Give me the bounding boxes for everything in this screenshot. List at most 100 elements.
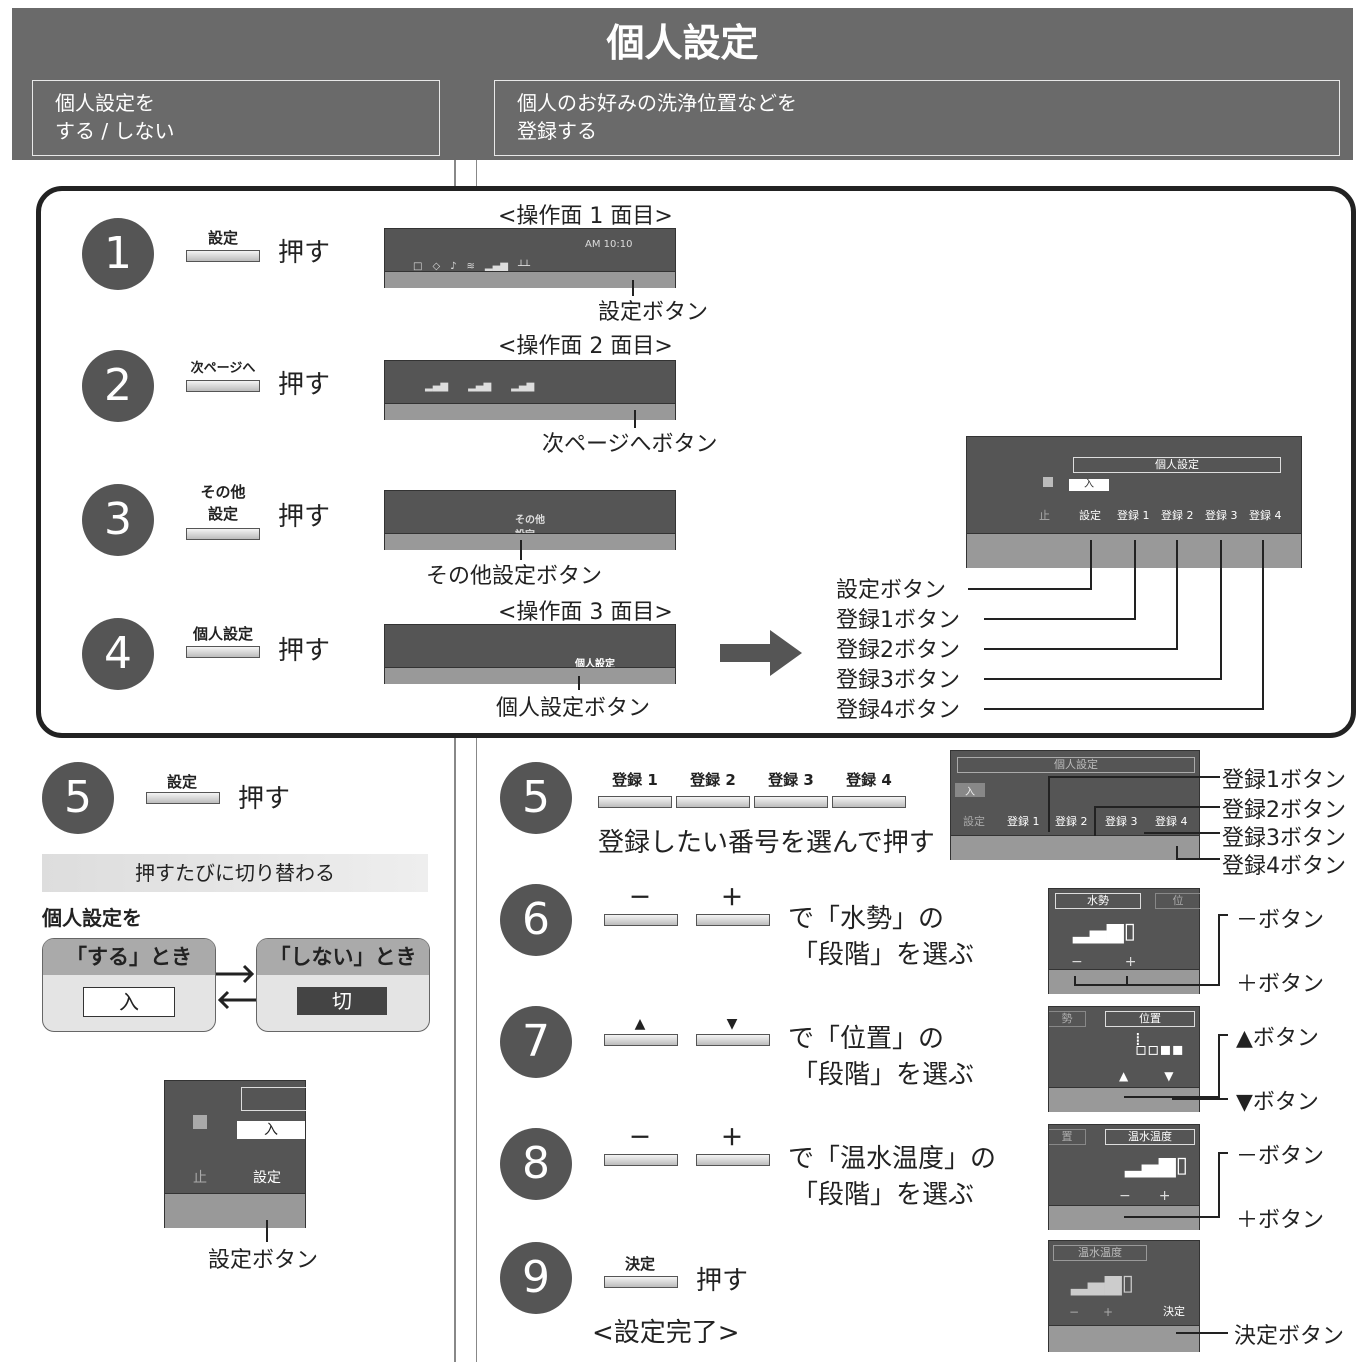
- left-callout: 設定ボタン: [208, 1248, 319, 1273]
- step-8-number: 8: [500, 1128, 572, 1200]
- step-6-line2: 「段階」を選ぶ: [792, 940, 975, 970]
- right-s5-callout-2: 登録2ボタン: [1222, 798, 1346, 823]
- step-8-panel: 置 温水温度 ▂▄▆▯ − +: [1048, 1124, 1200, 1230]
- step-3-action: 押す: [278, 502, 331, 532]
- step-6-callout-2: ＋ボタン: [1236, 972, 1325, 997]
- step-4-action: 押す: [278, 636, 331, 666]
- step-6-number: 6: [500, 884, 572, 956]
- left-heading-line2: する / しない: [55, 119, 175, 143]
- toggle-subject: 個人設定を: [42, 906, 142, 930]
- step-4-button[interactable]: [186, 646, 260, 658]
- step-3-number: 3: [82, 484, 154, 556]
- right-s5-callout-4: 登録4ボタン: [1222, 854, 1346, 879]
- right-s5-callout-3: 登録3ボタン: [1222, 826, 1346, 851]
- step-3-button-label-1: その他: [200, 483, 246, 501]
- left-panel-value: 入: [237, 1121, 305, 1139]
- callout-reg1: 登録1ボタン: [836, 608, 960, 633]
- left-step-5-button-label: 設定: [166, 773, 197, 791]
- step-3-button-label-2: 設定: [207, 505, 238, 523]
- panel-value: 入: [1069, 479, 1109, 491]
- screen-2-label: <操作面 2 面目>: [498, 334, 673, 359]
- step-9-panel: 温水温度 ▂▄▆▯ − + 決定: [1048, 1240, 1200, 1352]
- step-9-action: 押す: [696, 1266, 749, 1296]
- reg-1-label: 登録 1: [612, 771, 658, 789]
- step-8-line1: で「温水温度」の: [788, 1144, 997, 1174]
- reg-2-label: 登録 2: [690, 771, 736, 789]
- step-7-number: 7: [500, 1006, 572, 1078]
- page-title: 個人設定: [606, 21, 759, 65]
- plus-button[interactable]: [696, 914, 770, 926]
- left-step-5-number: 5: [42, 762, 114, 834]
- confirm-button[interactable]: [604, 1276, 678, 1288]
- callout-line-2: [634, 410, 636, 428]
- panel-label-reg2: 登録 2: [1161, 509, 1194, 522]
- step-1-button[interactable]: [186, 250, 260, 262]
- left-panel: 入 止 設定: [164, 1080, 306, 1228]
- step-4-number: 4: [82, 618, 154, 690]
- left-heading-line1: 個人設定を: [55, 91, 155, 115]
- step-1-callout: 設定ボタン: [598, 300, 709, 325]
- callout-line-4: [578, 676, 580, 690]
- step-7-panel: 勢 位置 ⁞▫▫▪▪ ▲ ▼: [1048, 1006, 1200, 1112]
- panel-indicator: [1043, 477, 1053, 487]
- callout-reg2: 登録2ボタン: [836, 638, 960, 663]
- reg-2-button[interactable]: [676, 796, 750, 808]
- right-step-5-number: 5: [500, 762, 572, 834]
- toggle-off-value: 切: [297, 987, 387, 1015]
- step-9-number: 9: [500, 1242, 572, 1314]
- callout-reg4: 登録4ボタン: [836, 698, 960, 723]
- step-4-callout: 個人設定ボタン: [496, 696, 651, 721]
- step-6-line1: で「水勢」の: [788, 904, 945, 934]
- step-2-button-label: 次ページへ: [190, 361, 256, 376]
- step-3-button[interactable]: [186, 528, 260, 540]
- down-button[interactable]: [696, 1034, 770, 1046]
- step-2-action: 押す: [278, 370, 331, 400]
- right-step-5-desc: 登録したい番号を選んで押す: [598, 828, 935, 858]
- callout-line-3: [520, 540, 522, 560]
- toggle-on-value: 入: [83, 987, 175, 1017]
- temp-plus-button[interactable]: [696, 1154, 770, 1166]
- left-step-5-button[interactable]: [146, 792, 220, 804]
- step-7-callout-1: ▲ボタン: [1236, 1026, 1319, 1051]
- toggle-on-label: 「する」とき: [43, 939, 215, 975]
- toggle-arrows-icon: [216, 964, 256, 1010]
- toggle-on-card: 「する」とき 入: [42, 938, 216, 1032]
- step-2-callout: 次ページへボタン: [542, 432, 718, 457]
- callout-line-1: [632, 280, 634, 296]
- panel-title: 個人設定: [1073, 457, 1281, 473]
- toggle-off-card: 「しない」とき 切: [256, 938, 430, 1032]
- step-8-line2: 「段階」を選ぶ: [792, 1180, 975, 1210]
- panel-label-reg3: 登録 3: [1205, 509, 1238, 522]
- step-1-number: 1: [82, 218, 154, 290]
- left-step-5-action: 押す: [238, 784, 291, 814]
- step-4-button-label: 個人設定: [192, 625, 253, 643]
- panel-label-set: 設定: [1079, 509, 1101, 522]
- right-heading-line2: 登録する: [517, 119, 597, 143]
- right-s5-callout-1: 登録1ボタン: [1222, 768, 1346, 793]
- reg-4-button[interactable]: [832, 796, 906, 808]
- minus-button[interactable]: [604, 914, 678, 926]
- step-7-callout-2: ▼ボタン: [1236, 1090, 1319, 1115]
- step-8-callout-1: －ボタン: [1236, 1144, 1325, 1169]
- reg-3-button[interactable]: [754, 796, 828, 808]
- step-2-button[interactable]: [186, 380, 260, 392]
- panel-label-reg4: 登録 4: [1249, 509, 1282, 522]
- callout-reg3: 登録3ボタン: [836, 668, 960, 693]
- right-heading-box: 個人のお好みの洗浄位置などを 登録する: [494, 80, 1340, 156]
- screen-3-label: <操作面 3 面目>: [498, 600, 673, 625]
- step-7-line2: 「段階」を選ぶ: [792, 1060, 975, 1090]
- step-7-line1: で「位置」の: [788, 1024, 945, 1054]
- screen-3-panel: その他設定: [384, 490, 676, 550]
- left-panel-stop: 止: [193, 1170, 207, 1186]
- column-divider-2: [476, 160, 477, 1362]
- up-button[interactable]: [604, 1034, 678, 1046]
- screen-2-panel: ▂▄▆ ▂▄▆ ▂▄▆: [384, 360, 676, 420]
- temp-minus-button[interactable]: [604, 1154, 678, 1166]
- screen-1-label: <操作面 1 面目>: [498, 204, 673, 229]
- step-6-panel: 水勢 位 ▂▄▆▯ − +: [1048, 888, 1200, 994]
- reg-1-button[interactable]: [598, 796, 672, 808]
- reg-4-label: 登録 4: [846, 771, 892, 789]
- left-panel-indicator: [193, 1115, 207, 1129]
- panel-label-stop: 止: [1039, 509, 1050, 522]
- step-9-callout: 決定ボタン: [1234, 1324, 1345, 1349]
